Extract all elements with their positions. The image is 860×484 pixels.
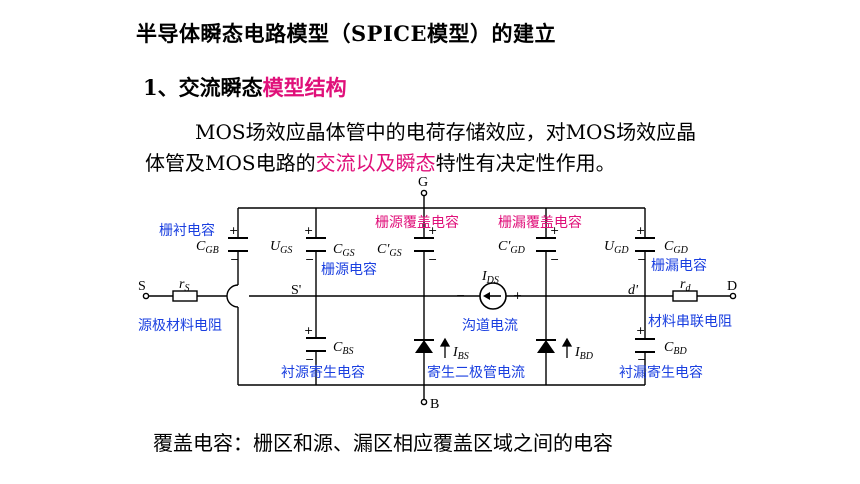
cbs-label: CBS [333,340,353,357]
para2-start: 体管及MOS电路的 [145,151,316,175]
gate-label: G [418,175,428,190]
rd-resistor [672,290,698,302]
svg-text:+: + [513,289,522,302]
drain-terminal [729,292,737,300]
svg-text:−: − [305,353,314,366]
rs-label: rS [179,277,189,294]
channel-current-note: 沟道电流 [462,318,518,334]
ugd-label: UGD [604,239,629,256]
source-label: S [138,279,146,294]
bs-diode-icon [414,339,434,353]
svg-text:−: − [230,253,239,266]
svg-text:+: + [550,224,559,237]
svg-text:−: − [637,253,646,266]
drain-resistance-note: 材料串联电阻 [648,314,732,330]
bulk-label: B [430,397,439,412]
svg-text:+: + [636,224,645,237]
cgs-label: CGS [333,242,355,259]
ids-current-source-icon [479,282,507,310]
drain-label: D [727,279,737,294]
cgd-overlap-label: C′GD [498,239,526,256]
ibd-label: IBD [574,345,594,362]
svg-text:+: + [304,324,313,337]
source-node-label: S' [291,283,301,298]
bulk-source-cap-note: 衬源寄生电容 [281,364,365,381]
polarity-signs: + − + − + − + − + − − + + − + − [229,224,646,366]
svg-text:+: + [428,224,437,237]
svg-text:+: + [304,224,313,237]
paragraph-line-1: MOS场效应晶体管中的电荷存储效应，对MOS场效应晶 [195,120,697,144]
source-resistance-note: 源极材料电阻 [138,318,222,334]
diode-current-arrows [439,337,573,358]
svg-text:+: + [636,324,645,337]
gate-source-cap-note: 栅源电容 [321,261,377,278]
slide-title: 半导体瞬态电路模型（SPICE模型）的建立 [136,21,556,46]
parasitic-diode-note: 寄生二极管电流 [427,364,525,381]
bd-diode-icon [536,339,556,353]
circuit-wires [148,189,730,406]
gate-source-overlap-note: 栅源覆盖电容 [375,214,459,231]
bulk-drain-cap-note: 衬漏寄生电容 [619,364,703,381]
ids-label: IDS [481,269,499,286]
para2-end: 特性有决定性作用。 [435,151,616,175]
paragraph-line-2: 体管及MOS电路的交流以及瞬态特性有决定性作用。 [145,147,616,176]
overlap-capacitance-definition: 覆盖电容：栅区和源、漏区相应覆盖区域之间的电容 [153,431,613,455]
source-terminal [142,292,150,300]
capacitor-plates [228,237,655,353]
cgb-label: CGB [196,239,219,256]
section-heading: 1、交流瞬态模型结构 [143,72,347,102]
svg-text:−: − [637,353,646,366]
heading-prefix: 1、交流瞬态 [143,75,263,100]
rs-resistor [172,290,198,302]
svg-text:−: − [305,253,314,266]
svg-text:−: − [456,289,465,302]
gate-drain-cap-note: 栅漏电容 [651,257,707,274]
heading-highlight: 模型结构 [262,75,347,100]
svg-text:+: + [229,224,238,237]
cgs-overlap-label: C′GS [377,242,402,259]
cbd-label: CBD [664,340,687,357]
svg-text:−: − [428,253,437,266]
ibs-label: IBS [452,345,469,362]
gate-substrate-cap-note: 栅衬电容 [159,222,215,239]
drain-node-label: d' [628,283,639,298]
gate-drain-overlap-note: 栅漏覆盖电容 [498,214,582,231]
ugs-label: UGS [270,239,292,256]
rd-label: rd [680,277,691,294]
cgd-label: CGD [664,239,689,256]
para2-highlight: 交流以及瞬态 [315,151,436,175]
svg-text:−: − [550,253,559,266]
